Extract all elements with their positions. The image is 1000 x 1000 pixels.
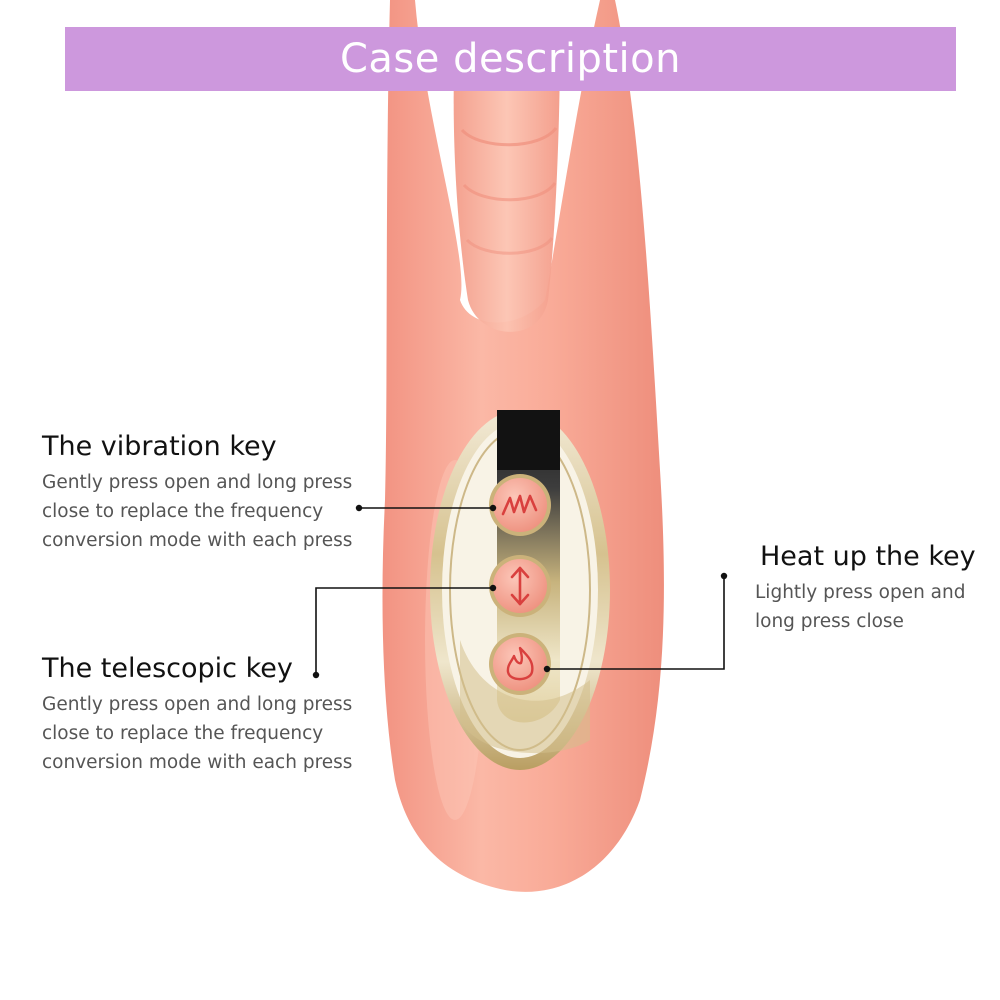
callout-line: Lightly press open and	[755, 582, 966, 603]
callout-line: long press close	[755, 611, 904, 632]
callout-line: close to replace the frequency	[42, 501, 324, 522]
callout-line: Gently press open and long press	[42, 472, 353, 493]
telescopic-key-button[interactable]	[489, 555, 551, 617]
callout-description: Lightly press open and long press close	[755, 578, 976, 636]
vibration-key-button[interactable]	[489, 474, 551, 536]
callout-title: Heat up the key	[760, 541, 976, 572]
callout-line: conversion mode with each press	[42, 530, 353, 551]
vibration-wave-icon	[501, 494, 538, 516]
header-banner: Case description	[65, 27, 956, 91]
callout-line: conversion mode with each press	[42, 752, 353, 773]
heat-key-button[interactable]	[489, 633, 551, 695]
flame-icon	[506, 646, 534, 681]
callout-line: Gently press open and long press	[42, 694, 353, 715]
banner-title: Case description	[339, 36, 681, 82]
callout-telescopic-key: The telescopic key Gently press open and…	[42, 652, 352, 777]
callout-description: Gently press open and long press close t…	[42, 468, 352, 555]
callout-title: The telescopic key	[42, 653, 293, 684]
callout-line: close to replace the frequency	[42, 723, 324, 744]
callout-vibration-key: The vibration key Gently press open and …	[42, 430, 352, 555]
callout-title: The vibration key	[42, 431, 277, 462]
callout-heat-key: Heat up the key Lightly press open and l…	[755, 540, 976, 636]
callout-description: Gently press open and long press close t…	[42, 690, 352, 777]
up-down-arrow-icon	[510, 566, 530, 606]
